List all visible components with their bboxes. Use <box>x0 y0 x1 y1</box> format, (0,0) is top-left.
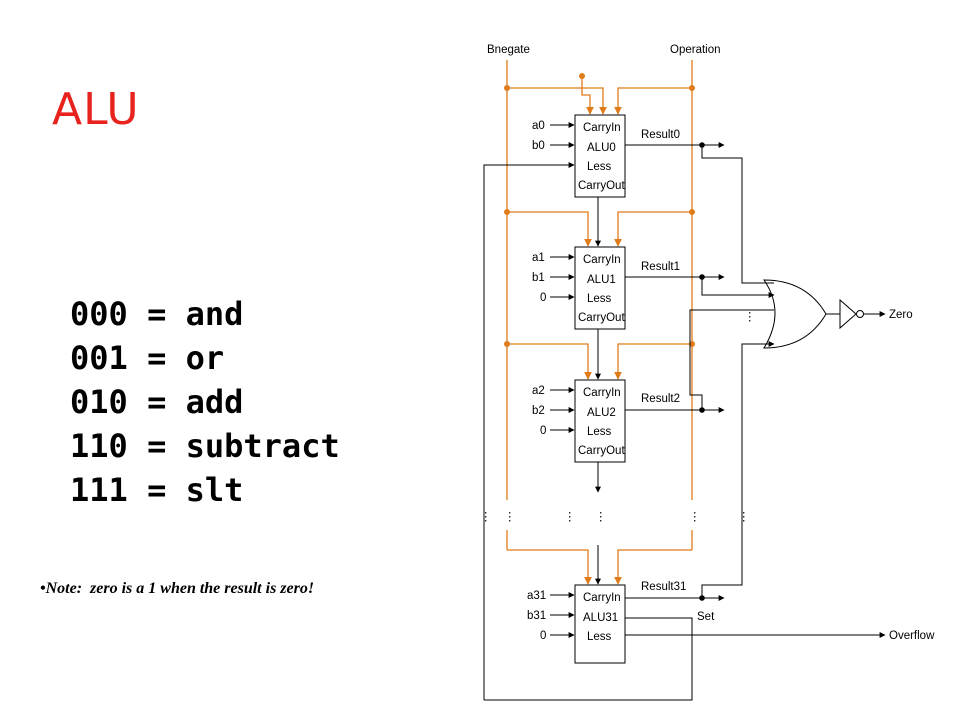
input-less: 0 <box>540 292 546 304</box>
operation-label: Operation <box>670 44 721 56</box>
pin-carryout: CarryOut <box>578 312 625 324</box>
input-less: 0 <box>540 630 546 642</box>
svg-text:⋮: ⋮ <box>480 511 492 523</box>
svg-text:⋮: ⋮ <box>564 511 576 523</box>
result-label: Result31 <box>641 581 686 593</box>
control-wires <box>504 60 695 585</box>
pin-carryin: CarryIn <box>583 254 621 266</box>
pin-less: Less <box>587 293 612 305</box>
opcode-list: 000 = and 001 = or 010 = add 110 = subtr… <box>70 292 340 512</box>
set-label: Set <box>697 611 715 623</box>
alu-block-1: CarryIn ALU1 Less CarryOut a1 b1 0 Resul… <box>532 246 680 330</box>
result-label: Result0 <box>641 129 680 141</box>
bnegate-label: Bnegate <box>487 44 530 56</box>
alu-block-0: CarryIn ALU0 Less CarryOut a0 b0 Result0 <box>532 114 680 198</box>
input-b: b31 <box>527 610 546 622</box>
slide-title: ALU <box>52 84 140 135</box>
input-b: b0 <box>532 140 545 152</box>
or-gate: ⋮ <box>744 279 886 349</box>
overflow-output-label: Overflow <box>889 630 935 642</box>
input-b: b2 <box>532 405 545 417</box>
pin-carryin: CarryIn <box>583 122 621 134</box>
result-label: Result1 <box>641 261 680 273</box>
input-a: a0 <box>532 120 545 132</box>
note-text: •Note: zero is a 1 when the result is ze… <box>40 580 315 597</box>
block-name: ALU31 <box>583 612 618 624</box>
svg-text:⋮: ⋮ <box>504 511 516 523</box>
svg-text:⋮: ⋮ <box>595 511 607 523</box>
opcode-and: 000 = and <box>70 295 244 333</box>
pin-less: Less <box>587 426 612 438</box>
opcode-slt: 111 = slt <box>70 471 244 509</box>
pin-carryin: CarryIn <box>583 592 621 604</box>
zero-output-label: Zero <box>889 309 913 321</box>
input-less: 0 <box>540 425 546 437</box>
block-name: ALU0 <box>587 142 616 154</box>
svg-text:⋮: ⋮ <box>689 511 701 523</box>
pin-carryout: CarryOut <box>578 445 625 457</box>
note-content: Note: zero is a 1 when the result is zer… <box>45 580 315 597</box>
alu-block-31: CarryIn ALU31 Less a31 b31 0 Result31 Se… <box>527 581 715 664</box>
opcode-or: 001 = or <box>70 339 225 377</box>
block-name: ALU1 <box>587 274 616 286</box>
result-label: Result2 <box>641 393 680 405</box>
pin-carryin: CarryIn <box>583 387 621 399</box>
pin-less: Less <box>587 631 612 643</box>
input-a: a2 <box>532 385 545 397</box>
block-name: ALU2 <box>587 407 616 419</box>
ellipsis-dots: ⋮ ⋮ ⋮ ⋮ ⋮ ⋮ <box>480 511 750 523</box>
alu-block-2: CarryIn ALU2 Less CarryOut a2 b2 0 Resul… <box>532 379 680 463</box>
gate-dots: ⋮ <box>744 311 756 323</box>
data-wires <box>483 122 886 701</box>
pin-carryout: CarryOut <box>578 180 625 192</box>
opcode-add: 010 = add <box>70 383 244 421</box>
input-a: a31 <box>527 590 546 602</box>
pin-less: Less <box>587 161 612 173</box>
svg-text:⋮: ⋮ <box>738 511 750 523</box>
input-b: b1 <box>532 272 545 284</box>
input-a: a1 <box>532 252 545 264</box>
opcode-subtract: 110 = subtract <box>70 427 340 465</box>
